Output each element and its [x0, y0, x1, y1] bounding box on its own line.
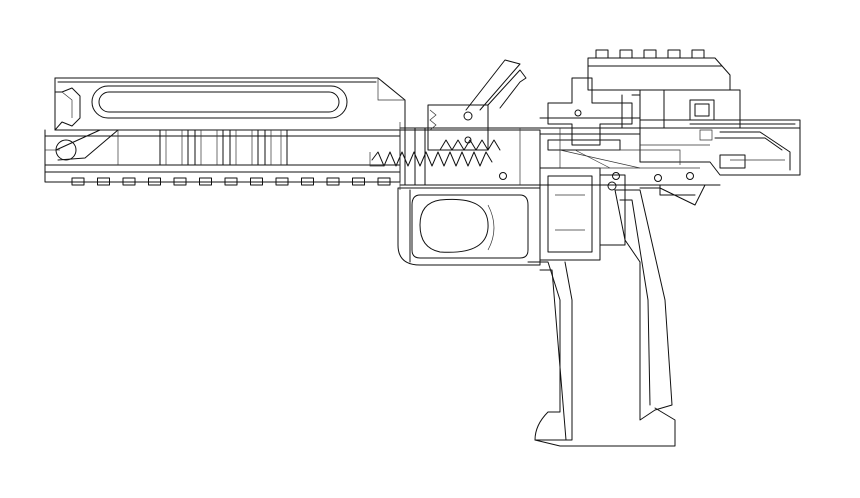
top-rail-tooth [691, 49, 705, 59]
rail-tooth [224, 177, 238, 186]
top-rail [587, 49, 731, 91]
trigger-guard [397, 187, 541, 266]
top-rail-tooth [667, 49, 681, 59]
rail-tooth [148, 177, 161, 186]
magazine-well [539, 167, 626, 261]
rear-grip [614, 184, 706, 421]
stock-rear [639, 119, 801, 176]
ratchet-gear [439, 139, 501, 151]
pistol-grip [527, 261, 676, 447]
rail-tooth [301, 177, 314, 186]
top-rail-tooth [643, 49, 657, 59]
rail-tooth [326, 177, 340, 186]
rail-tooth [199, 177, 212, 186]
top-rail-tooth [619, 49, 633, 59]
rail-tooth [173, 177, 187, 186]
rail-tooth [97, 177, 110, 186]
rail-tooth [352, 177, 365, 186]
bolt-assembly [539, 77, 641, 169]
pivot-pins [499, 172, 694, 182]
rail-tooth [250, 177, 263, 186]
recoil-spring [369, 151, 493, 167]
rail-tooth [122, 177, 136, 186]
rail-tooth [275, 177, 289, 186]
rail-tooth [71, 177, 85, 186]
shroud-vents [159, 129, 288, 166]
internal-linkage [399, 122, 710, 190]
cover-window-slot [91, 85, 348, 119]
upper-receiver [54, 77, 406, 131]
top-rail-tooth [595, 49, 609, 59]
rear-housing [621, 89, 741, 129]
rail-tooth [377, 177, 391, 186]
lower-rail-teeth [71, 177, 391, 186]
